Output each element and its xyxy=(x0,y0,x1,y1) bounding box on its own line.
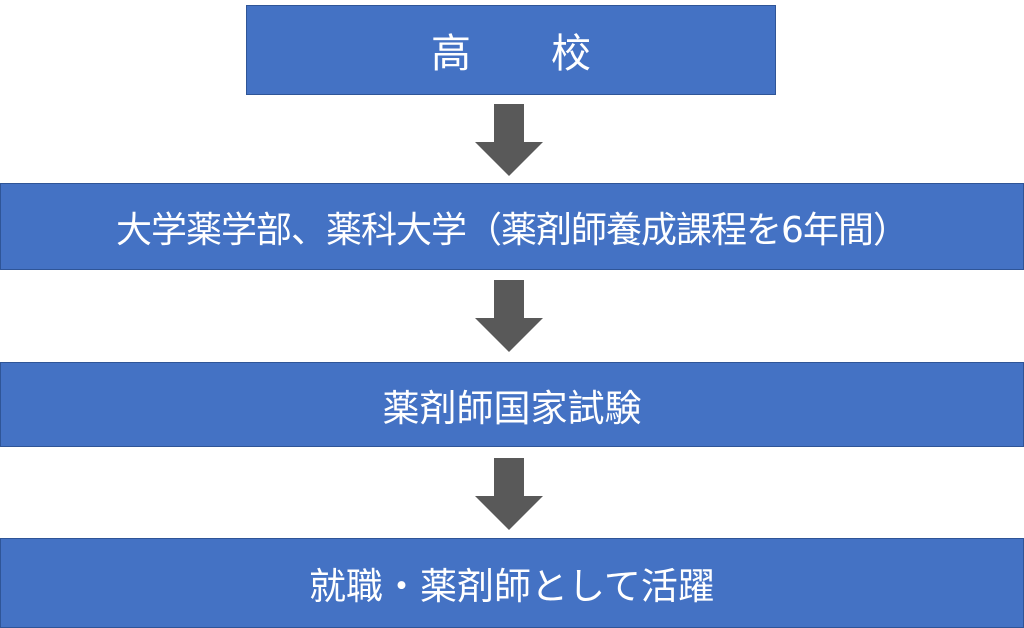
step-national-exam-box: 薬剤師国家試験 xyxy=(0,362,1024,447)
down-arrow-icon xyxy=(475,458,543,530)
step-university-box: 大学薬学部、薬科大学（薬剤師養成課程を6年間） xyxy=(0,183,1024,270)
step-career-box: 就職・薬剤師として活躍 xyxy=(0,538,1024,628)
step-high-school-box: 高 校 xyxy=(246,5,776,95)
down-arrow-icon xyxy=(475,104,543,176)
step-career-label: 就職・薬剤師として活躍 xyxy=(309,565,715,608)
down-arrow-icon xyxy=(475,280,543,352)
step-high-school-label: 高 校 xyxy=(431,31,591,77)
step-university-label: 大学薬学部、薬科大学（薬剤師養成課程を6年間） xyxy=(116,209,909,251)
step-national-exam-label: 薬剤師国家試験 xyxy=(382,386,642,430)
